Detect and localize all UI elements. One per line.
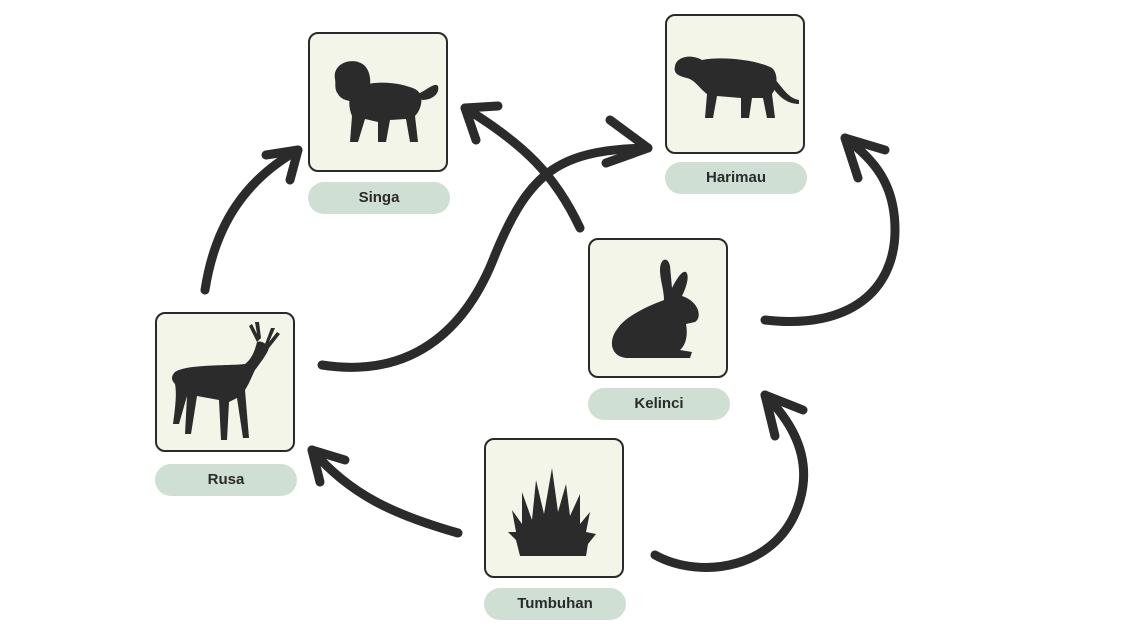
label-kelinci: Kelinci [588,388,730,420]
arrow-rusa-to-harimau [317,115,653,372]
arrow-tumbuhan-to-kelinci [650,390,809,572]
grass-icon [508,468,596,556]
label-singa: Singa [308,182,450,214]
label-tumbuhan: Tumbuhan [484,588,626,620]
deer-icon [172,322,280,440]
card-harimau [665,14,805,154]
label-harimau: Harimau [665,162,807,194]
lion-icon [334,61,439,142]
arrow-rusa-to-singa [200,145,303,295]
card-tumbuhan [484,438,624,578]
card-rusa [155,312,295,452]
card-kelinci [588,238,728,378]
label-rusa: Rusa [155,464,297,496]
rabbit-icon [611,259,699,358]
arrow-kelinci-to-singa [460,101,585,233]
arrow-kelinci-to-harimau [760,133,900,326]
card-singa [308,32,448,172]
tiger-icon [674,56,799,118]
arrow-tumbuhan-to-rusa [307,445,463,538]
